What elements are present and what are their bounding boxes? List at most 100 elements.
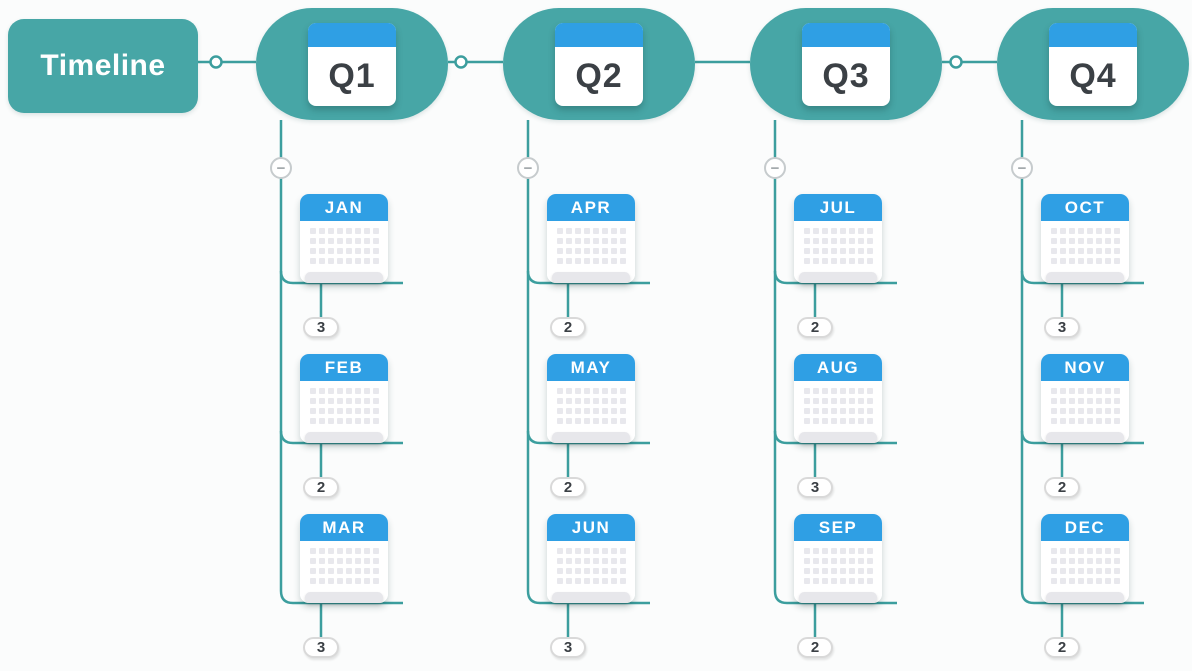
month-node-may[interactable]: MAY [547,354,635,443]
month-header: OCT [1041,194,1129,221]
branch [1020,430,1144,445]
calendar-body [1041,541,1129,603]
count-badge-apr[interactable]: 2 [550,317,586,338]
month-header: NOV [1041,354,1129,381]
count-badge-aug[interactable]: 3 [797,477,833,498]
count-badge-feb[interactable]: 2 [303,477,339,498]
month-label: AUG [816,357,860,377]
calendar-icon: Q3 [802,22,890,106]
calendar-days-grid [309,228,379,264]
count-badge-may[interactable]: 2 [550,477,586,498]
count-badge-mar[interactable]: 3 [303,637,339,658]
calendar-icon: Q4 [1049,22,1137,106]
branch [279,430,403,445]
calendar-body [547,541,635,603]
month-node-aug[interactable]: AUG [794,354,882,443]
calendar-icon: Q2 [555,22,643,106]
count-badge-nov[interactable]: 2 [1044,477,1080,498]
month-label: MAR [322,517,366,537]
calendar-base [305,592,383,603]
count-badge-jun[interactable]: 3 [550,637,586,658]
collapse-toggle-icon[interactable]: − [517,157,539,179]
calendar-base [552,272,630,283]
calendar-base [1046,432,1124,443]
calendar-body [300,221,388,283]
month-header: JAN [300,194,388,221]
connector-dot [949,55,963,69]
calendar-body [300,381,388,443]
month-node-jan[interactable]: JAN [300,194,388,283]
month-header: MAR [300,514,388,541]
month-header: FEB [300,354,388,381]
calendar-days-grid [556,228,626,264]
calendar-icon-header [802,22,890,47]
count-badge-dec[interactable]: 2 [1044,637,1080,658]
calendar-base [799,592,877,603]
quarter-label: Q2 [575,56,623,95]
root-node-timeline[interactable]: Timeline [8,19,198,113]
count-badge-sep[interactable]: 2 [797,637,833,658]
month-node-nov[interactable]: NOV [1041,354,1129,443]
quarter-node-q1[interactable]: Q1 [256,8,448,120]
q2-connectors [526,120,650,638]
quarter-node-q2[interactable]: Q2 [503,8,695,120]
month-node-dec[interactable]: DEC [1041,514,1129,603]
month-label: DEC [1064,517,1106,537]
calendar-base [799,272,877,283]
month-header: SEP [794,514,882,541]
calendar-body [794,541,882,603]
collapse-toggle-icon[interactable]: − [1011,157,1033,179]
branch [526,270,650,285]
month-node-jun[interactable]: JUN [547,514,635,603]
month-header: MAY [547,354,635,381]
month-header: DEC [1041,514,1129,541]
month-node-jul[interactable]: JUL [794,194,882,283]
count-badge-jul[interactable]: 2 [797,317,833,338]
q4-connectors [1020,120,1144,638]
calendar-body [1041,381,1129,443]
month-label: OCT [1064,197,1106,217]
connector-dot [209,55,223,69]
month-label: NOV [1064,357,1106,377]
quarter-label: Q4 [1069,56,1117,95]
spine [773,120,897,605]
calendar-base [305,272,383,283]
month-node-mar[interactable]: MAR [300,514,388,603]
calendar-base [305,432,383,443]
month-node-oct[interactable]: OCT [1041,194,1129,283]
month-label: JUL [819,197,857,217]
calendar-icon: Q1 [308,22,396,106]
month-node-apr[interactable]: APR [547,194,635,283]
collapse-toggle-icon[interactable]: − [270,157,292,179]
q3-connectors [773,120,897,638]
quarter-node-q3[interactable]: Q3 [750,8,942,120]
calendar-days-grid [309,388,379,424]
month-label: APR [570,197,612,217]
month-label: MAY [570,357,612,377]
quarter-label: Q1 [328,56,376,95]
calendar-body [794,221,882,283]
calendar-body [547,381,635,443]
month-header: APR [547,194,635,221]
calendar-days-grid [803,388,873,424]
month-node-feb[interactable]: FEB [300,354,388,443]
branch [279,270,403,285]
calendar-base [1046,592,1124,603]
calendar-days-grid [803,228,873,264]
calendar-days-grid [803,548,873,584]
quarter-node-q4[interactable]: Q4 [997,8,1189,120]
calendar-body [547,221,635,283]
month-label: SEP [818,517,858,537]
calendar-base [552,432,630,443]
count-badge-jan[interactable]: 3 [303,317,339,338]
calendar-base [552,592,630,603]
branch [526,430,650,445]
quarter-label: Q3 [822,56,870,95]
count-badge-oct[interactable]: 3 [1044,317,1080,338]
branch [1020,270,1144,285]
month-node-sep[interactable]: SEP [794,514,882,603]
calendar-base [1046,272,1124,283]
root-label: Timeline [40,49,166,82]
collapse-toggle-icon[interactable]: − [764,157,786,179]
